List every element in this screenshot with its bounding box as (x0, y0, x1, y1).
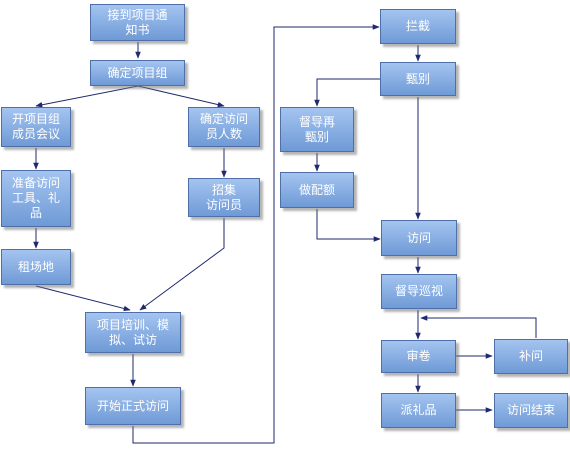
arrow-confirm-to-kickoff (35, 85, 139, 108)
node-review: 审卷 (381, 340, 456, 373)
arrow-start-to-intercept (132, 24, 380, 444)
node-callback: 补问 (494, 339, 568, 374)
arrow-screening-to-rescreen (314, 78, 380, 107)
node-notice: 接到项目通 知书 (90, 4, 185, 41)
node-supervisor-rescreen: 督导再 甄别 (280, 107, 354, 152)
node-rent-venue: 租场地 (1, 249, 71, 285)
node-gift: 派礼品 (381, 393, 456, 428)
node-recruit-interviewers: 招集 访问员 (188, 178, 260, 217)
arrow-callback-loop (420, 315, 537, 338)
arrow-recruit-to-training (139, 218, 225, 311)
node-supervisor-patrol: 督导巡视 (381, 274, 457, 309)
arrow-venue-to-training (35, 285, 131, 312)
node-interview: 访问 (381, 220, 457, 256)
node-kickoff-meeting: 开项目组 成员会议 (1, 107, 71, 147)
node-training: 项目培训、模 拟、试访 (85, 312, 181, 353)
node-confirm-project-group: 确定项目组 (90, 60, 185, 86)
arrow-quota-to-interview (316, 209, 381, 242)
node-start-interview: 开始正式访问 (85, 387, 181, 425)
arrow-confirm-to-count (137, 85, 225, 108)
node-confirm-interviewer-count: 确定访问 员人数 (188, 107, 260, 147)
node-interview-end: 访问结束 (494, 393, 568, 428)
node-intercept: 拦截 (380, 9, 456, 44)
node-screening: 甄别 (380, 62, 456, 96)
node-prepare-tools: 准备访问 工具、礼 品 (1, 170, 71, 227)
node-quota: 做配额 (280, 172, 354, 208)
